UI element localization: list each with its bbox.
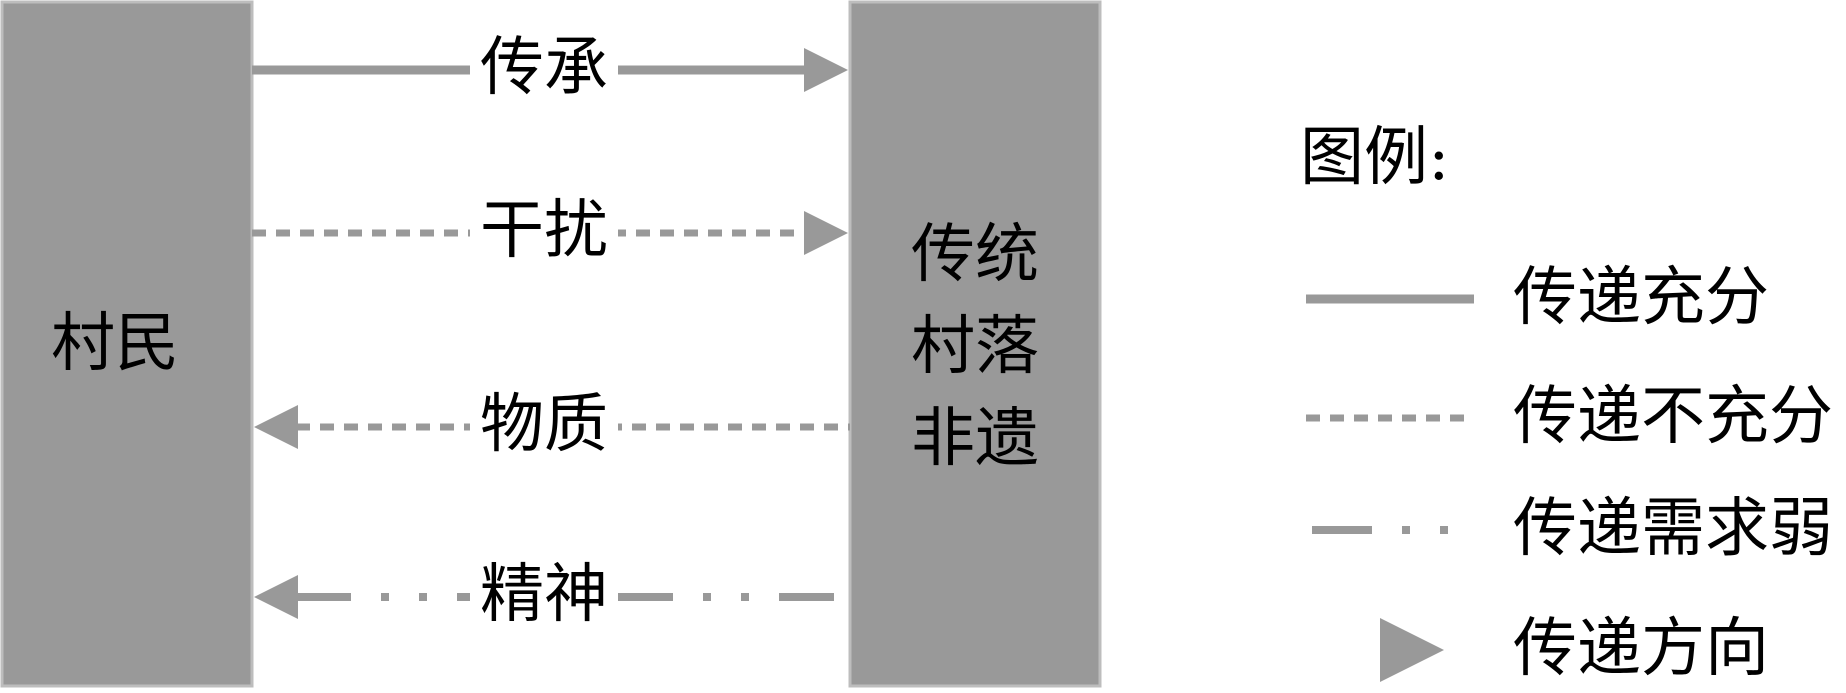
heritage-label-line-2: 村落 (911, 310, 1039, 384)
arrow-left-icon (254, 405, 298, 449)
arrow-right-icon (804, 211, 848, 255)
heritage-label-line-3: 非遗 (911, 402, 1039, 476)
edge-spiritual (254, 575, 850, 619)
heritage-box (848, 0, 1102, 688)
edge-material-label: 物质 (470, 393, 618, 457)
legend-item-sufficient: 传递充分 (1513, 261, 1769, 335)
heritage-label: 传统 村落 非遗 (893, 209, 1057, 485)
edge-spiritual-label: 精神 (470, 563, 618, 627)
villagers-label: 村民 (51, 307, 179, 381)
legend-item-insufficient: 传递不充分 (1513, 380, 1833, 454)
legend-item-weak-demand: 传递需求弱 (1513, 492, 1833, 566)
arrow-left-icon (254, 575, 298, 619)
villagers-box (0, 0, 254, 688)
edge-inheritance-label: 传承 (470, 36, 618, 100)
edge-interference-label: 干扰 (470, 199, 618, 263)
legend-title: 图例: (1300, 121, 1450, 195)
heritage-label-line-1: 传统 (911, 218, 1039, 292)
arrow-right-icon (804, 48, 848, 92)
legend-item-direction: 传递方向 (1513, 612, 1769, 686)
triangle-arrow-icon (1380, 618, 1444, 682)
